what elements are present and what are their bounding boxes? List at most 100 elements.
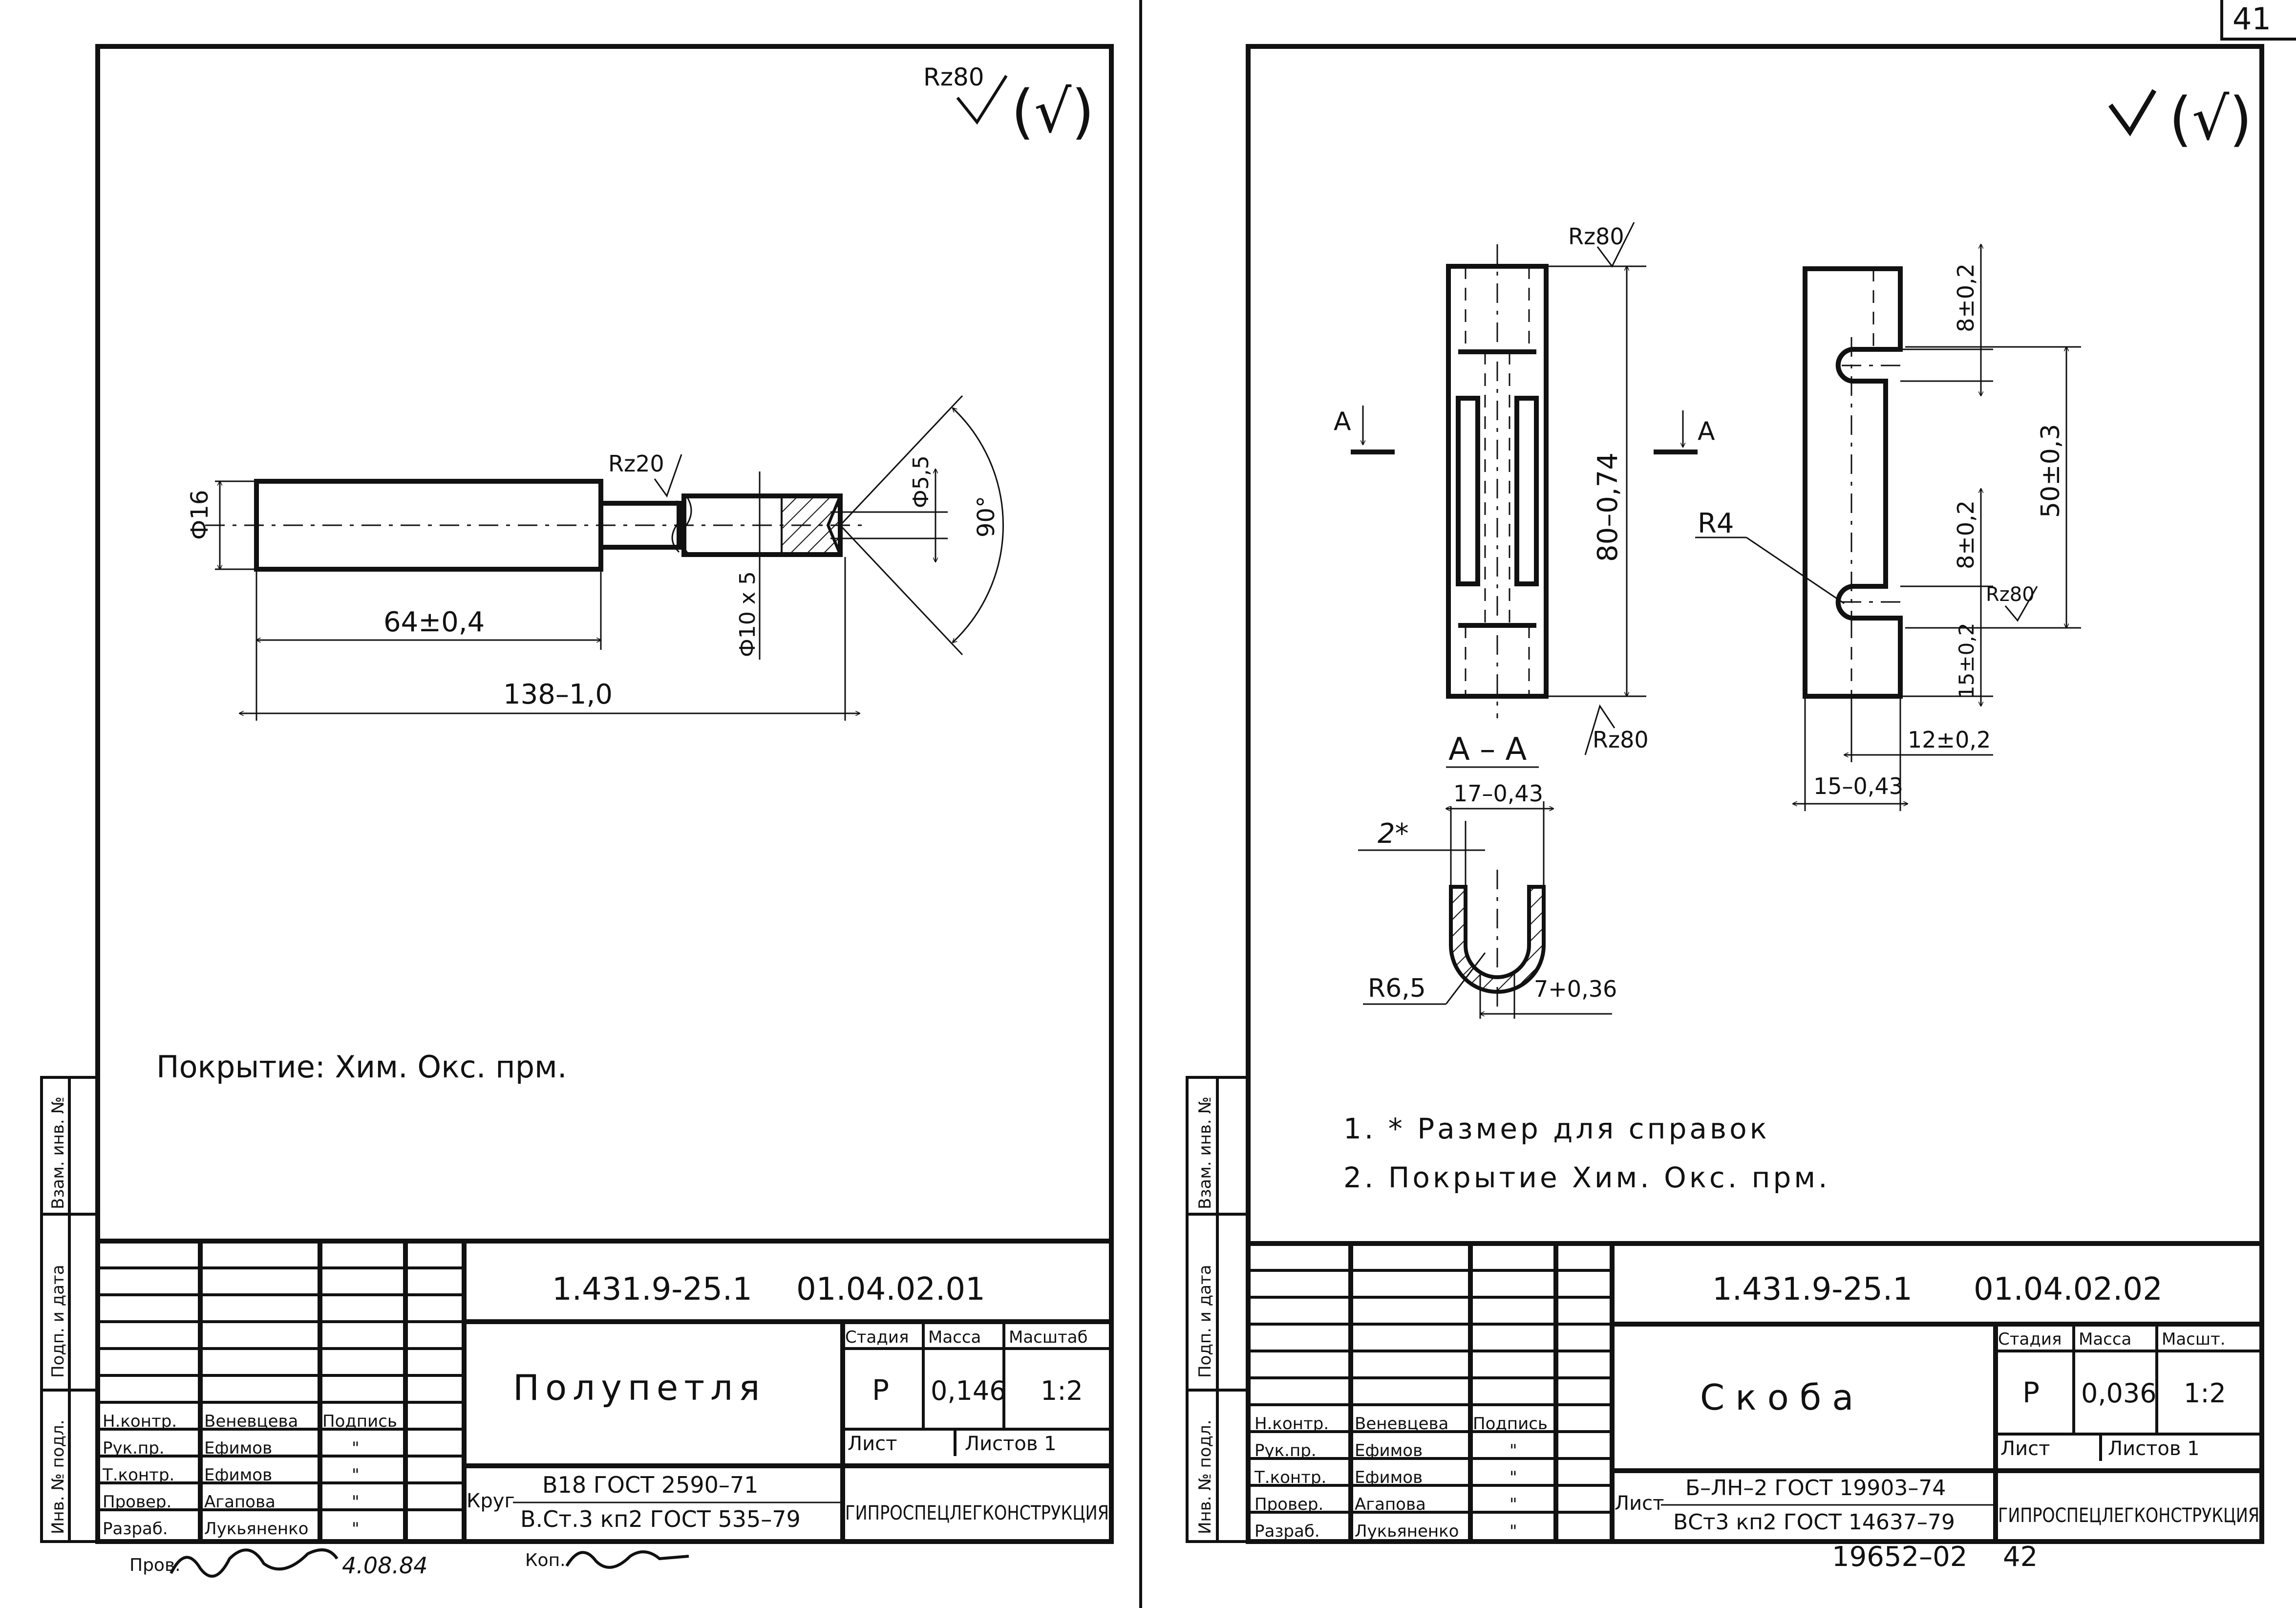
right-staff-name: Ефимов	[1355, 1441, 1423, 1460]
right-stage-label: Стадия	[1998, 1329, 2062, 1349]
left-copy-label: Коп.	[525, 1550, 566, 1570]
left-roughness-paren: (√)	[1011, 78, 1094, 146]
left-signature-icon	[170, 1548, 339, 1578]
left-roughness-check-icon	[956, 75, 1008, 125]
left-staff-name: Лукьяненко	[204, 1519, 308, 1539]
dim-d10: Ф10 х 5	[735, 571, 760, 657]
left-code: 1.431.9-25.1	[552, 1271, 752, 1308]
right-side-inv-orig: Инв. № подл.	[1195, 1419, 1215, 1534]
left-staff-name: Веневцева	[204, 1412, 298, 1431]
left-staff-sign: "	[352, 1465, 360, 1485]
right-roughness-check-icon	[2108, 89, 2157, 137]
dim-rz80a: Rz80	[1568, 223, 1624, 250]
left-mass: 0,146	[931, 1375, 1006, 1406]
right-staff-role: Разраб.	[1254, 1522, 1320, 1541]
bracket-outline	[1446, 264, 1549, 699]
dim-w17: 17–0,43	[1453, 780, 1543, 807]
section-title: А – А	[1448, 731, 1527, 768]
left-sign-date: 4.08.84	[342, 1552, 428, 1579]
left-staff-sign: "	[352, 1438, 360, 1458]
right-staff-name: Ефимов	[1355, 1468, 1423, 1487]
left-staff-role: Рук.пр.	[103, 1438, 165, 1458]
right-note-1: 1. * Размер для справок	[1343, 1112, 1770, 1145]
dim-l80: 80–0,74	[1592, 452, 1624, 562]
left-frame	[95, 44, 1114, 1544]
right-frame	[1246, 44, 2264, 1544]
left-org: ГИПРОСПЕЦЛЕГКОНСТРУКЦИЯ	[845, 1502, 1109, 1524]
left-material-line2: В.Ст.3 кп2 ГОСТ 535–79	[520, 1506, 801, 1532]
right-staff-sign: "	[1509, 1522, 1517, 1541]
right-mass: 0,036	[2081, 1378, 2157, 1409]
right-material-prefix: Лист	[1615, 1492, 1664, 1515]
right-note-2: 2. Покрытие Хим. Окс. прм.	[1343, 1161, 1830, 1194]
right-staff-sign: Подпись	[1473, 1414, 1548, 1434]
right-sheet: Инв. № подл. Подп. и дата Взам. инв. № (…	[1186, 44, 2264, 1573]
right-mass-label: Масса	[2079, 1329, 2131, 1349]
left-material-line1: В18 ГОСТ 2590–71	[542, 1472, 758, 1498]
left-title-block: 1.431.9-25.1 01.04.02.01 Полупетля Стади…	[98, 1239, 1111, 1542]
left-staff-role: Провер.	[103, 1492, 171, 1512]
dim-rz20: Rz20	[608, 450, 664, 477]
dim-d15a: 15±0,2	[1955, 623, 1978, 699]
left-scale: 1:2	[1041, 1375, 1083, 1406]
dim-d15b: 15–0,43	[1813, 773, 1903, 799]
dim-d12: 12±0,2	[1908, 727, 1991, 753]
dim-angle: 90°	[973, 496, 1000, 537]
dim-d50: 50±0,3	[2036, 424, 2065, 518]
right-material-line2: ВСт3 кп2 ГОСТ 14637–79	[1673, 1510, 1955, 1535]
bracket-side-view: 8±0,2 50±0,3 8±0,2 15±0,2 Rz80 R4 12±0,2…	[1695, 244, 2081, 811]
right-roughness-paren: (√)	[2169, 86, 2252, 153]
right-staff-role: Провер.	[1254, 1495, 1323, 1514]
right-part-name: Скоба	[1700, 1377, 1864, 1418]
dim-w7: 7+0,36	[1534, 976, 1617, 1002]
left-sheet: Инв. № подл. Подп. и дата Взам. инв. № R…	[40, 44, 1114, 1579]
left-roughness-general: Rz80	[923, 63, 984, 91]
left-sheet-label: Лист	[848, 1433, 897, 1455]
page-number: 41	[2232, 1, 2271, 37]
right-material-line1: Б–ЛН–2 ГОСТ 19903–74	[1685, 1476, 1946, 1501]
left-staff-sign: "	[352, 1519, 360, 1539]
left-material-prefix: Круг	[467, 1490, 514, 1512]
dim-r4: R4	[1698, 508, 1734, 539]
right-scale-label: Масшт.	[2162, 1329, 2226, 1349]
left-staff-role: Т.контр.	[102, 1465, 174, 1485]
left-staff-sign: "	[352, 1492, 360, 1512]
left-copier-signature-icon	[565, 1550, 689, 1569]
right-bottom-code: 19652–02	[1832, 1541, 1967, 1573]
left-stage: Р	[872, 1373, 889, 1407]
right-staff-sign: "	[1509, 1468, 1517, 1487]
right-scale: 1:2	[2184, 1378, 2226, 1409]
left-scale-label: Масштаб	[1009, 1328, 1088, 1347]
left-staff-name: Ефимов	[204, 1438, 272, 1458]
dim-t2: 2*	[1378, 818, 1409, 850]
right-code2: 01.04.02.02	[1974, 1271, 2163, 1308]
dim-r65: R6,5	[1368, 974, 1426, 1003]
left-side-inv-replace: Взам. инв. №	[48, 1096, 68, 1209]
right-side-inv-replace: Взам. инв. №	[1195, 1096, 1215, 1209]
dim-l138: 138–1,0	[503, 679, 613, 710]
dim-d8a: 8±0,2	[1953, 263, 1979, 332]
right-staff-role: Рук.пр.	[1254, 1441, 1317, 1460]
left-sheets-label: Листов 1	[965, 1433, 1057, 1455]
left-coating-note: Покрытие: Хим. Окс. прм.	[156, 1049, 567, 1085]
right-staff-sign: "	[1509, 1495, 1517, 1514]
left-staff-name: Агапова	[204, 1492, 276, 1512]
right-side-sign-date: Подп. и дата	[1195, 1265, 1215, 1378]
right-org: ГИПРОСПЕЦЛЕГКОНСТРУКЦИЯ	[1998, 1504, 2259, 1527]
dim-l64: 64±0,4	[383, 606, 485, 638]
section-mark-right: А	[1698, 417, 1715, 446]
left-part-name: Полупетля	[513, 1367, 765, 1408]
right-staff-role: Н.контр.	[1254, 1414, 1329, 1434]
page-number-frame	[2220, 0, 2296, 41]
right-title-block: 1.431.9-25.1 01.04.02.02 Скоба Стадия Ма…	[1248, 1241, 2262, 1542]
section-mark-left: А	[1334, 407, 1351, 436]
right-sheets-label: Листов 1	[2108, 1437, 2200, 1460]
left-staff-sign: Подпись	[322, 1412, 397, 1431]
dim-rz80b: Rz80	[1593, 727, 1649, 753]
dim-d55: Ф5,5	[909, 455, 934, 508]
left-code2: 01.04.02.01	[796, 1271, 985, 1308]
dim-rz80c: Rz80	[1986, 583, 2035, 606]
right-stage: Р	[2022, 1376, 2040, 1409]
left-stage-label: Стадия	[845, 1328, 909, 1347]
